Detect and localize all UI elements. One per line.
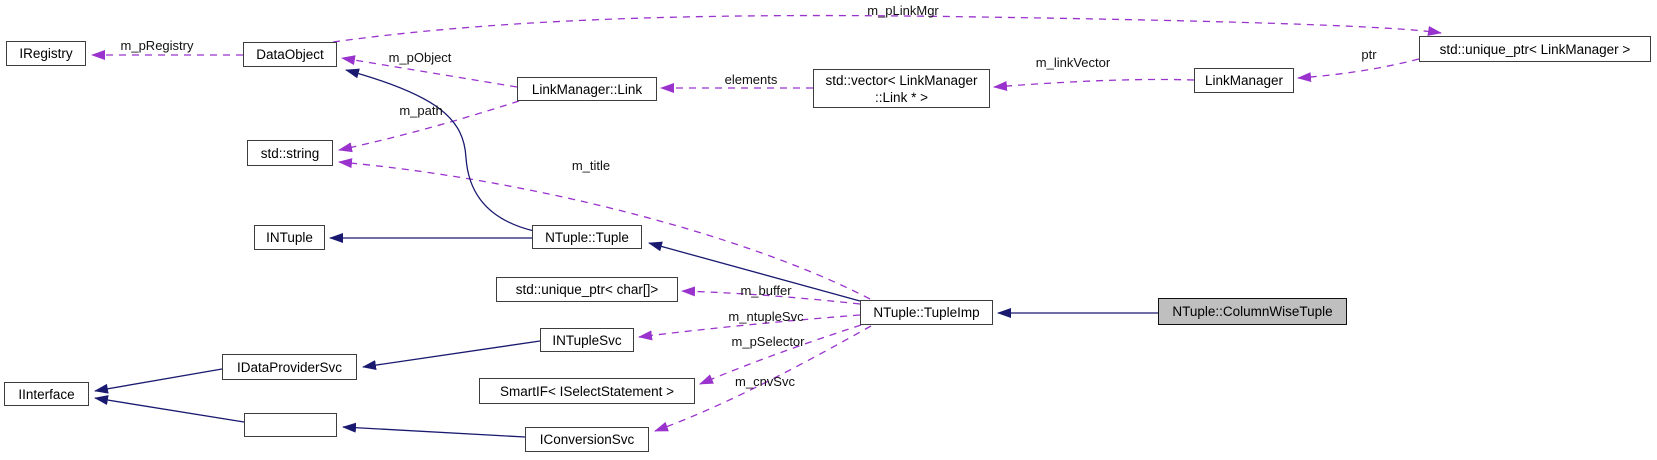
- node-std-string[interactable]: std::string: [247, 140, 333, 166]
- edge-label-m-title: m_title: [571, 158, 611, 173]
- node-vector-line2: ::Link * >: [875, 89, 928, 105]
- edge-label-m-cnvsvc: m_cnvSvc: [735, 374, 795, 389]
- node-vector-linkmanager-link[interactable]: std::vector< LinkManager ::Link * >: [813, 69, 990, 108]
- edge-label-m-linkvector: m_linkVector: [1035, 55, 1111, 70]
- edge-label-m-pobject: m_pObject: [388, 50, 452, 65]
- edge-label-elements: elements: [724, 72, 778, 87]
- node-iconversionsvc[interactable]: IConversionSvc: [525, 427, 649, 452]
- node-unique-ptr-char[interactable]: std::unique_ptr< char[]>: [496, 277, 678, 302]
- edge-label-ptr: ptr: [1361, 47, 1377, 62]
- node-linkmanager[interactable]: LinkManager: [1194, 68, 1294, 93]
- node-idataprovidersvc[interactable]: IDataProviderSvc: [222, 354, 357, 380]
- node-intuple[interactable]: INTuple: [254, 225, 325, 250]
- node-iconverter[interactable]: [244, 413, 337, 437]
- node-intuplesvc[interactable]: INTupleSvc: [540, 328, 634, 352]
- node-smartif-iselectstatement[interactable]: SmartIF< ISelectStatement >: [479, 378, 695, 404]
- node-ntuple-tupleimp[interactable]: NTuple::TupleImp: [860, 300, 993, 325]
- edge-label-m-plinkmgr: m_pLinkMgr: [867, 3, 939, 18]
- node-vector-line1: std::vector< LinkManager: [825, 72, 978, 88]
- edge-m-path: [338, 100, 520, 153]
- edge-m-plinkmgr: [332, 14, 1442, 43]
- edge-idataprovider-iinterface: [94, 368, 223, 394]
- edge-label-m-buffer: m_buffer: [740, 283, 792, 298]
- edge-m-linkvector: [993, 78, 1195, 92]
- edge-m-buffer: [681, 286, 861, 305]
- node-linkmanager-link[interactable]: LinkManager::Link: [517, 77, 657, 101]
- edge-ptr: [1297, 58, 1420, 83]
- edge-iconversionsvc-iconverter: [342, 422, 526, 438]
- edge-intuplesvc-idataprovider: [362, 340, 541, 371]
- edge-iconverter-iinterface: [94, 395, 245, 423]
- node-ntuple-tuple[interactable]: NTuple::Tuple: [532, 225, 642, 249]
- node-dataobject[interactable]: DataObject: [243, 42, 337, 67]
- edge-m-ntuplesvc: [638, 314, 861, 341]
- edge-label-m-ntuplesvc: m_ntupleSvc: [728, 309, 804, 324]
- node-iregistry[interactable]: IRegistry: [6, 41, 86, 66]
- edge-label-m-pselector: m_pSelector: [731, 334, 805, 349]
- edge-label-m-path: m_path: [399, 103, 443, 118]
- edge-tupleimp-tuple: [648, 241, 861, 302]
- edge-tuple-dataobject: [345, 68, 535, 232]
- edge-m-cnvsvc: [654, 325, 872, 432]
- node-ntuple-columnwisetuple: NTuple::ColumnWiseTuple: [1158, 298, 1347, 325]
- edge-label-m-pregistry: m_pRegistry: [120, 38, 194, 53]
- edge-m-pobject: [341, 55, 518, 88]
- node-unique-ptr-linkmanager[interactable]: std::unique_ptr< LinkManager >: [1419, 36, 1651, 62]
- edge-m-title: [338, 158, 871, 300]
- node-iinterface[interactable]: IInterface: [4, 382, 89, 406]
